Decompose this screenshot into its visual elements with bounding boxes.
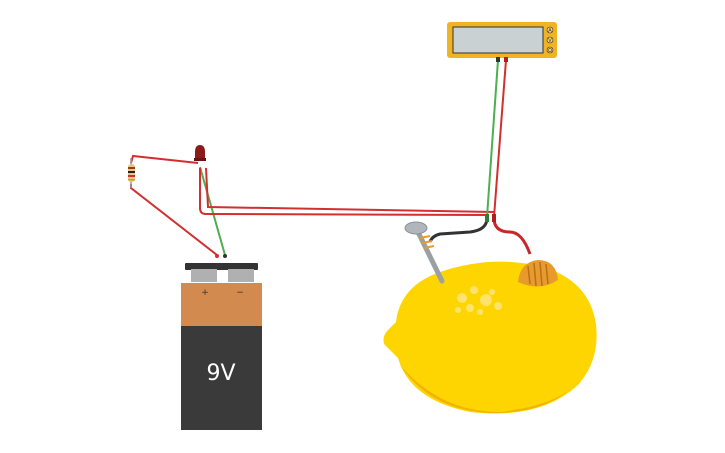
wire-led-to-battery-negative[interactable]	[199, 166, 226, 256]
mode-button-a[interactable]	[546, 26, 554, 34]
wire-multimeter-red[interactable]	[493, 59, 507, 218]
copper-coin[interactable]	[518, 260, 558, 287]
battery-cap	[185, 263, 258, 270]
mode-button-v[interactable]	[546, 36, 554, 44]
wire-led-to-resistor[interactable]	[130, 154, 199, 164]
mode-button-ohm[interactable]	[546, 46, 554, 54]
resistor-band-3	[128, 175, 135, 177]
lemon-shadow	[400, 365, 580, 414]
lemon[interactable]	[383, 261, 597, 414]
battery-terminal-negative[interactable]	[228, 269, 254, 282]
led-dome	[195, 145, 205, 160]
coin-ridges	[527, 261, 549, 287]
resistor[interactable]	[128, 158, 135, 188]
galvanized-nail[interactable]	[404, 221, 445, 284]
wire-nail-black[interactable]	[428, 217, 489, 243]
battery-negative-label: −	[236, 288, 244, 298]
wire-led-to-lemon-red-2[interactable]	[205, 167, 495, 213]
wire-multimeter-green[interactable]	[486, 59, 499, 218]
nail-head	[404, 221, 428, 235]
mode-label-a: A	[548, 28, 552, 34]
lemon-highlight	[455, 286, 502, 315]
led[interactable]	[194, 145, 206, 161]
wire-coin-red[interactable]	[492, 217, 532, 255]
multimeter-screen	[452, 26, 544, 54]
wires	[130, 59, 532, 256]
multimeter[interactable]: A V Ω	[447, 22, 557, 62]
mode-label-v: V	[548, 38, 552, 44]
battery[interactable]: + − 9V	[181, 254, 262, 430]
junction-pin-red[interactable]	[492, 214, 496, 222]
mode-selector[interactable]: A V Ω	[546, 26, 554, 54]
junction-pin-green[interactable]	[485, 214, 489, 222]
battery-top	[181, 283, 262, 326]
lemon-body	[383, 261, 597, 414]
multimeter-terminal-red[interactable]	[504, 57, 508, 62]
nail-shaft	[415, 229, 445, 284]
wire-led-to-lemon-red[interactable]	[199, 168, 489, 216]
battery-body	[181, 326, 262, 430]
battery-pos-connector[interactable]	[215, 254, 219, 258]
battery-voltage-label: 9V	[206, 361, 235, 386]
wire-resistor-to-battery-positive[interactable]	[130, 184, 218, 256]
resistor-band-1	[128, 167, 135, 169]
resistor-band-2	[128, 171, 135, 173]
mode-label-ohm: Ω	[548, 48, 552, 54]
battery-terminal-positive[interactable]	[191, 269, 217, 282]
battery-neg-connector[interactable]	[223, 254, 227, 258]
multimeter-terminal-black[interactable]	[496, 57, 500, 62]
resistor-band-4	[128, 179, 135, 181]
battery-positive-label: +	[201, 288, 209, 298]
led-base	[194, 158, 206, 161]
nail-coil	[419, 235, 435, 249]
